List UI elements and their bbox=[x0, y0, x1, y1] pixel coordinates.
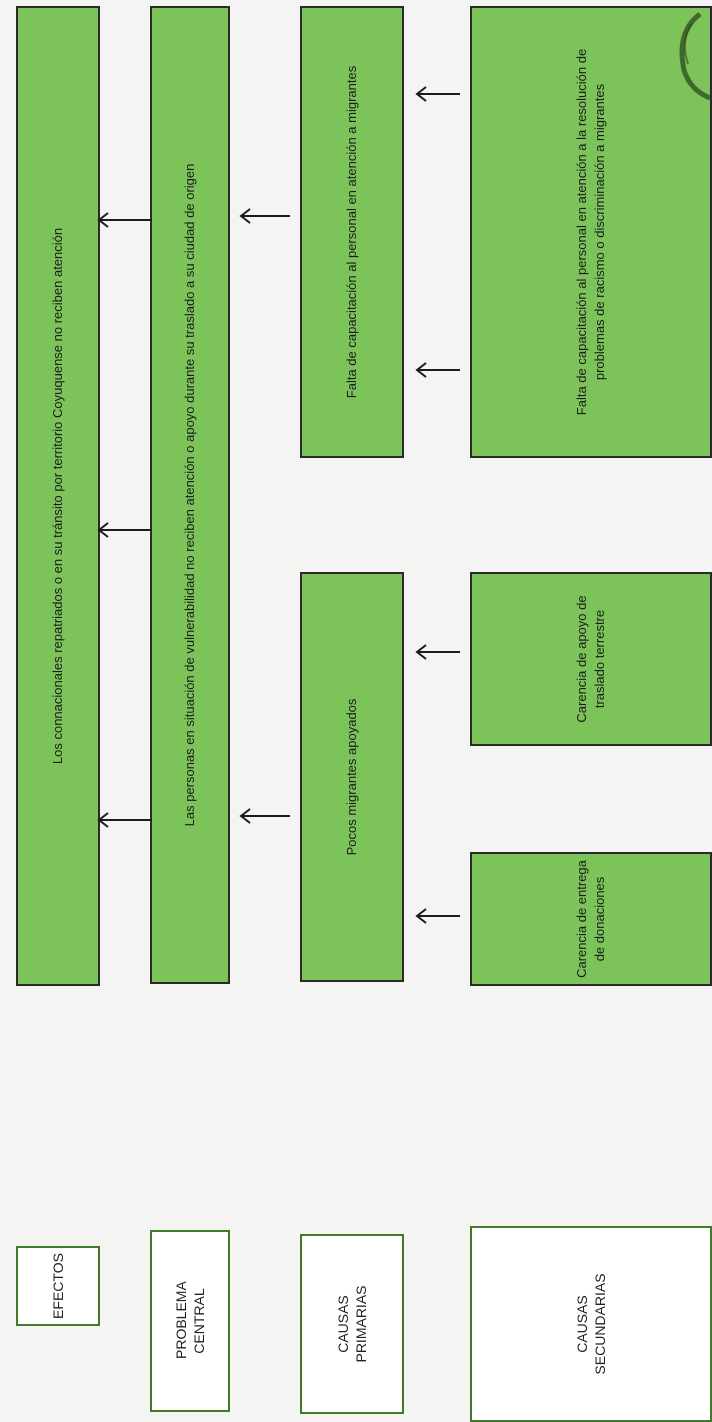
arrow-cp2-to-pc bbox=[239, 208, 290, 224]
causa-secundaria-3-text: Falta de capacitación al personal en ate… bbox=[574, 48, 607, 416]
arrow-pc-to-efecto-1 bbox=[97, 812, 152, 828]
causa-secundaria-2-box: Carencia de apoyo de traslado terrestre bbox=[470, 572, 712, 746]
problema-central-text: Las personas en situación de vulnerabili… bbox=[182, 163, 197, 827]
row-label-causas-secundarias-text: CAUSAS SECUNDARIAS bbox=[574, 1273, 608, 1375]
causa-secundaria-3-box: Falta de capacitación al personal en ate… bbox=[470, 6, 712, 458]
causa-primaria-2-text: Falta de capacitación al personal en ate… bbox=[344, 65, 359, 399]
arrow-cs3-to-cp2-1 bbox=[415, 362, 460, 378]
arrow-cs2-to-cp1 bbox=[415, 644, 460, 660]
causa-secundaria-1-text: Carencia de entrega de donaciones bbox=[574, 860, 607, 978]
row-label-causas-secundarias: CAUSAS SECUNDARIAS bbox=[470, 1226, 712, 1422]
causa-secundaria-1-box: Carencia de entrega de donaciones bbox=[470, 852, 712, 986]
problema-central-box: Las personas en situación de vulnerabili… bbox=[150, 6, 230, 984]
causa-primaria-1-box: Pocos migrantes apoyados bbox=[300, 572, 404, 982]
row-label-efectos: EFECTOS bbox=[16, 1246, 100, 1326]
row-label-problema-central: PROBLEMA CENTRAL bbox=[150, 1230, 230, 1412]
arrow-cp1-to-pc bbox=[239, 808, 290, 824]
arrow-cs1-to-cp1 bbox=[415, 908, 460, 924]
causa-primaria-2-box: Falta de capacitación al personal en ate… bbox=[300, 6, 404, 458]
efecto-box: Los connacionales repatriados o en su tr… bbox=[16, 6, 100, 986]
stamp-seal-graphic bbox=[679, 12, 712, 100]
row-label-efectos-text: EFECTOS bbox=[50, 1253, 66, 1319]
causa-primaria-1-text: Pocos migrantes apoyados bbox=[344, 698, 359, 856]
causa-secundaria-2-text: Carencia de apoyo de traslado terrestre bbox=[574, 595, 607, 723]
arrow-cs3-to-cp2-2 bbox=[415, 86, 460, 102]
row-label-problema-central-text: PROBLEMA CENTRAL bbox=[173, 1281, 207, 1359]
row-label-causas-primarias-text: CAUSAS PRIMARIAS bbox=[335, 1285, 369, 1363]
efecto-text: Los connacionales repatriados o en su tr… bbox=[50, 227, 65, 765]
arrow-pc-to-efecto-2 bbox=[97, 522, 152, 538]
arrow-pc-to-efecto-3 bbox=[97, 212, 152, 228]
row-label-causas-primarias: CAUSAS PRIMARIAS bbox=[300, 1234, 404, 1414]
